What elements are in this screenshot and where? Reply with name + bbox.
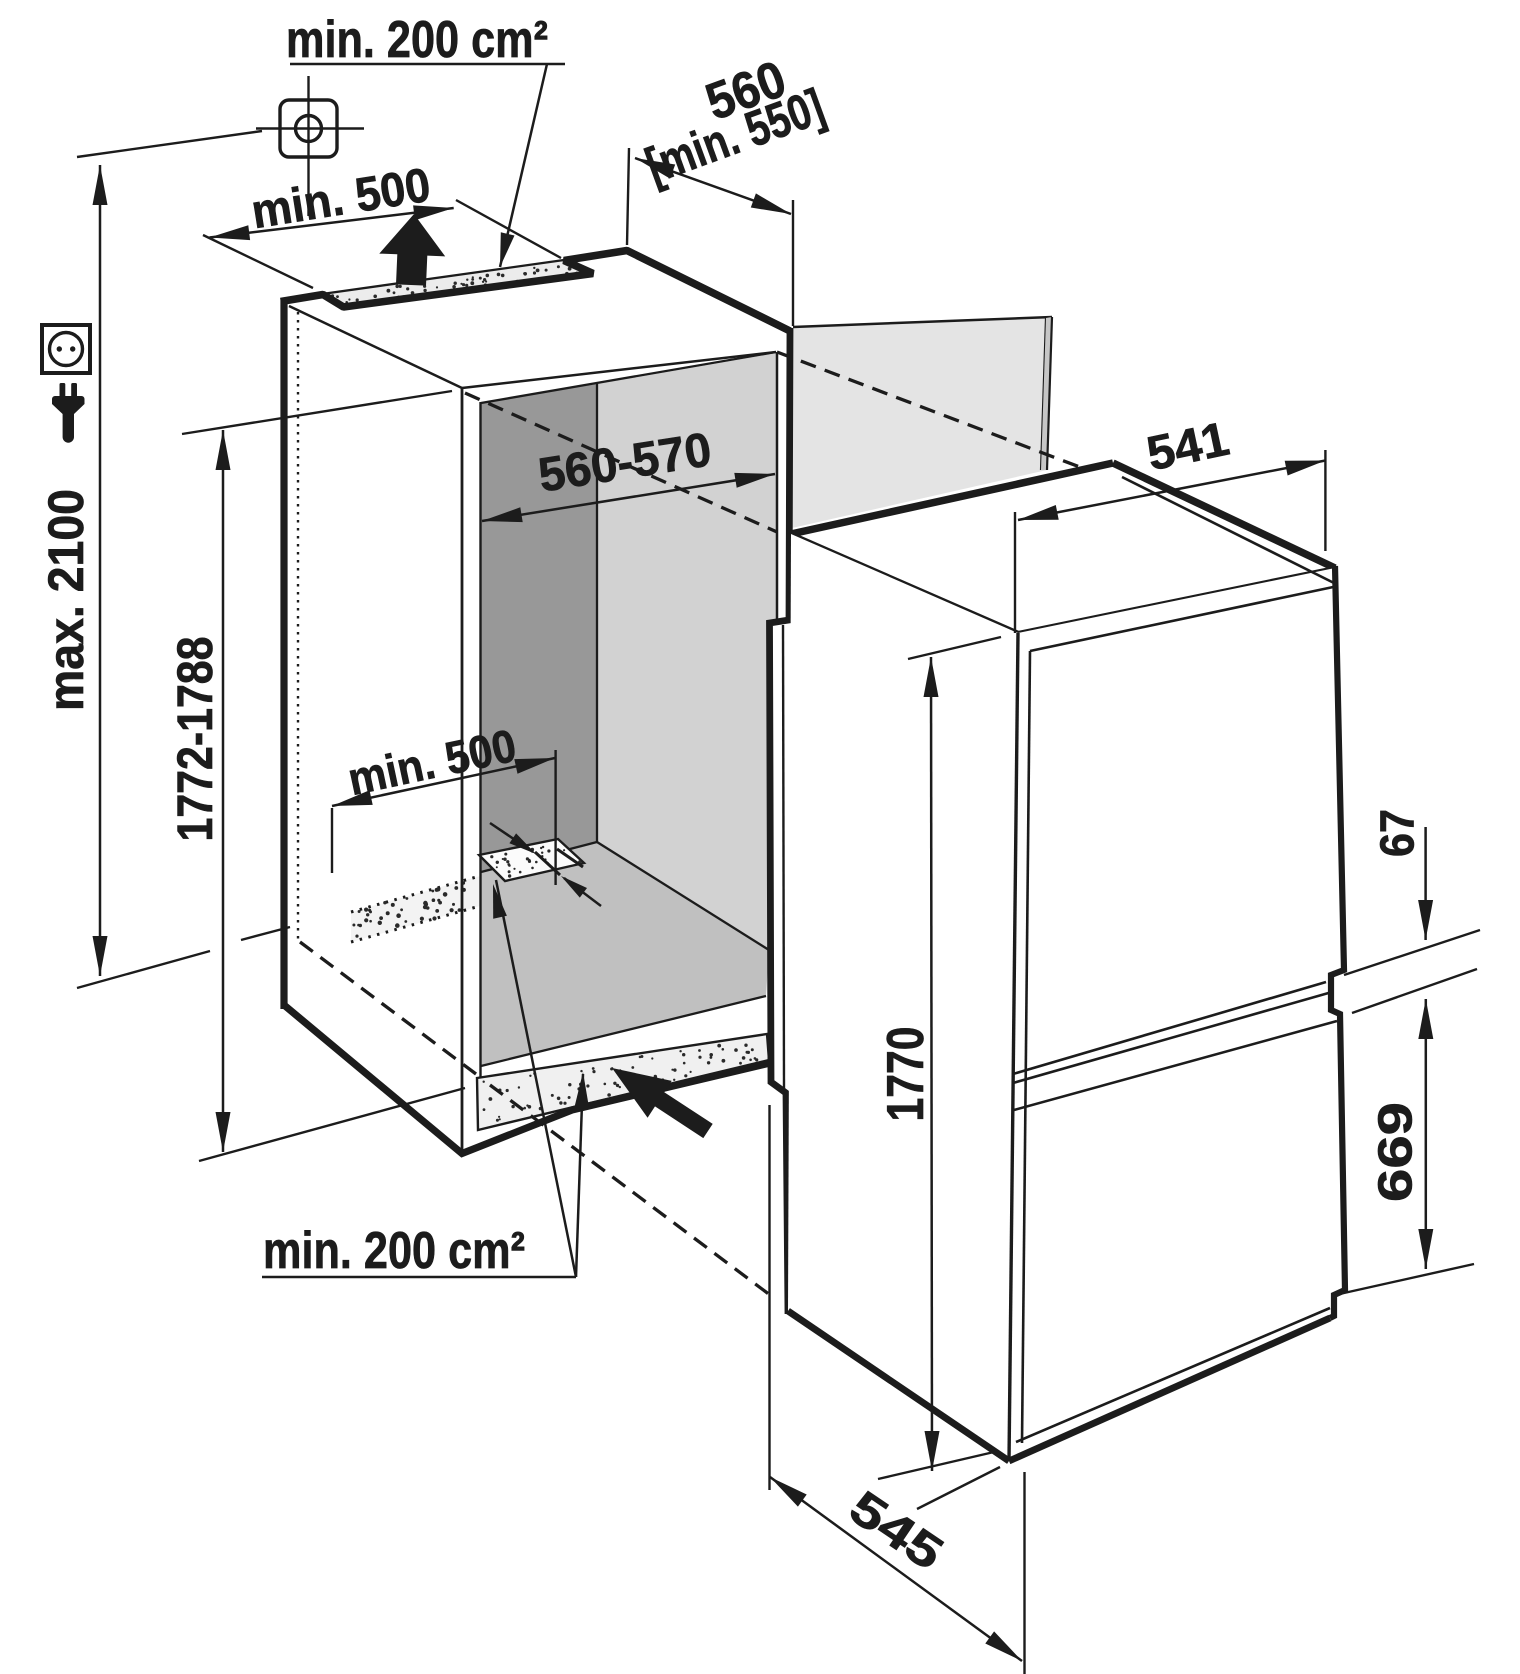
- svg-text:669: 669: [1370, 1102, 1423, 1202]
- svg-text:1770: 1770: [877, 1027, 935, 1122]
- svg-text:67: 67: [1372, 809, 1425, 857]
- svg-text:max. 2100: max. 2100: [38, 489, 94, 711]
- svg-text:min. 200 cm²: min. 200 cm²: [263, 1222, 525, 1280]
- svg-text:1772-1788: 1772-1788: [167, 637, 223, 842]
- svg-text:min. 200 cm²: min. 200 cm²: [286, 11, 548, 69]
